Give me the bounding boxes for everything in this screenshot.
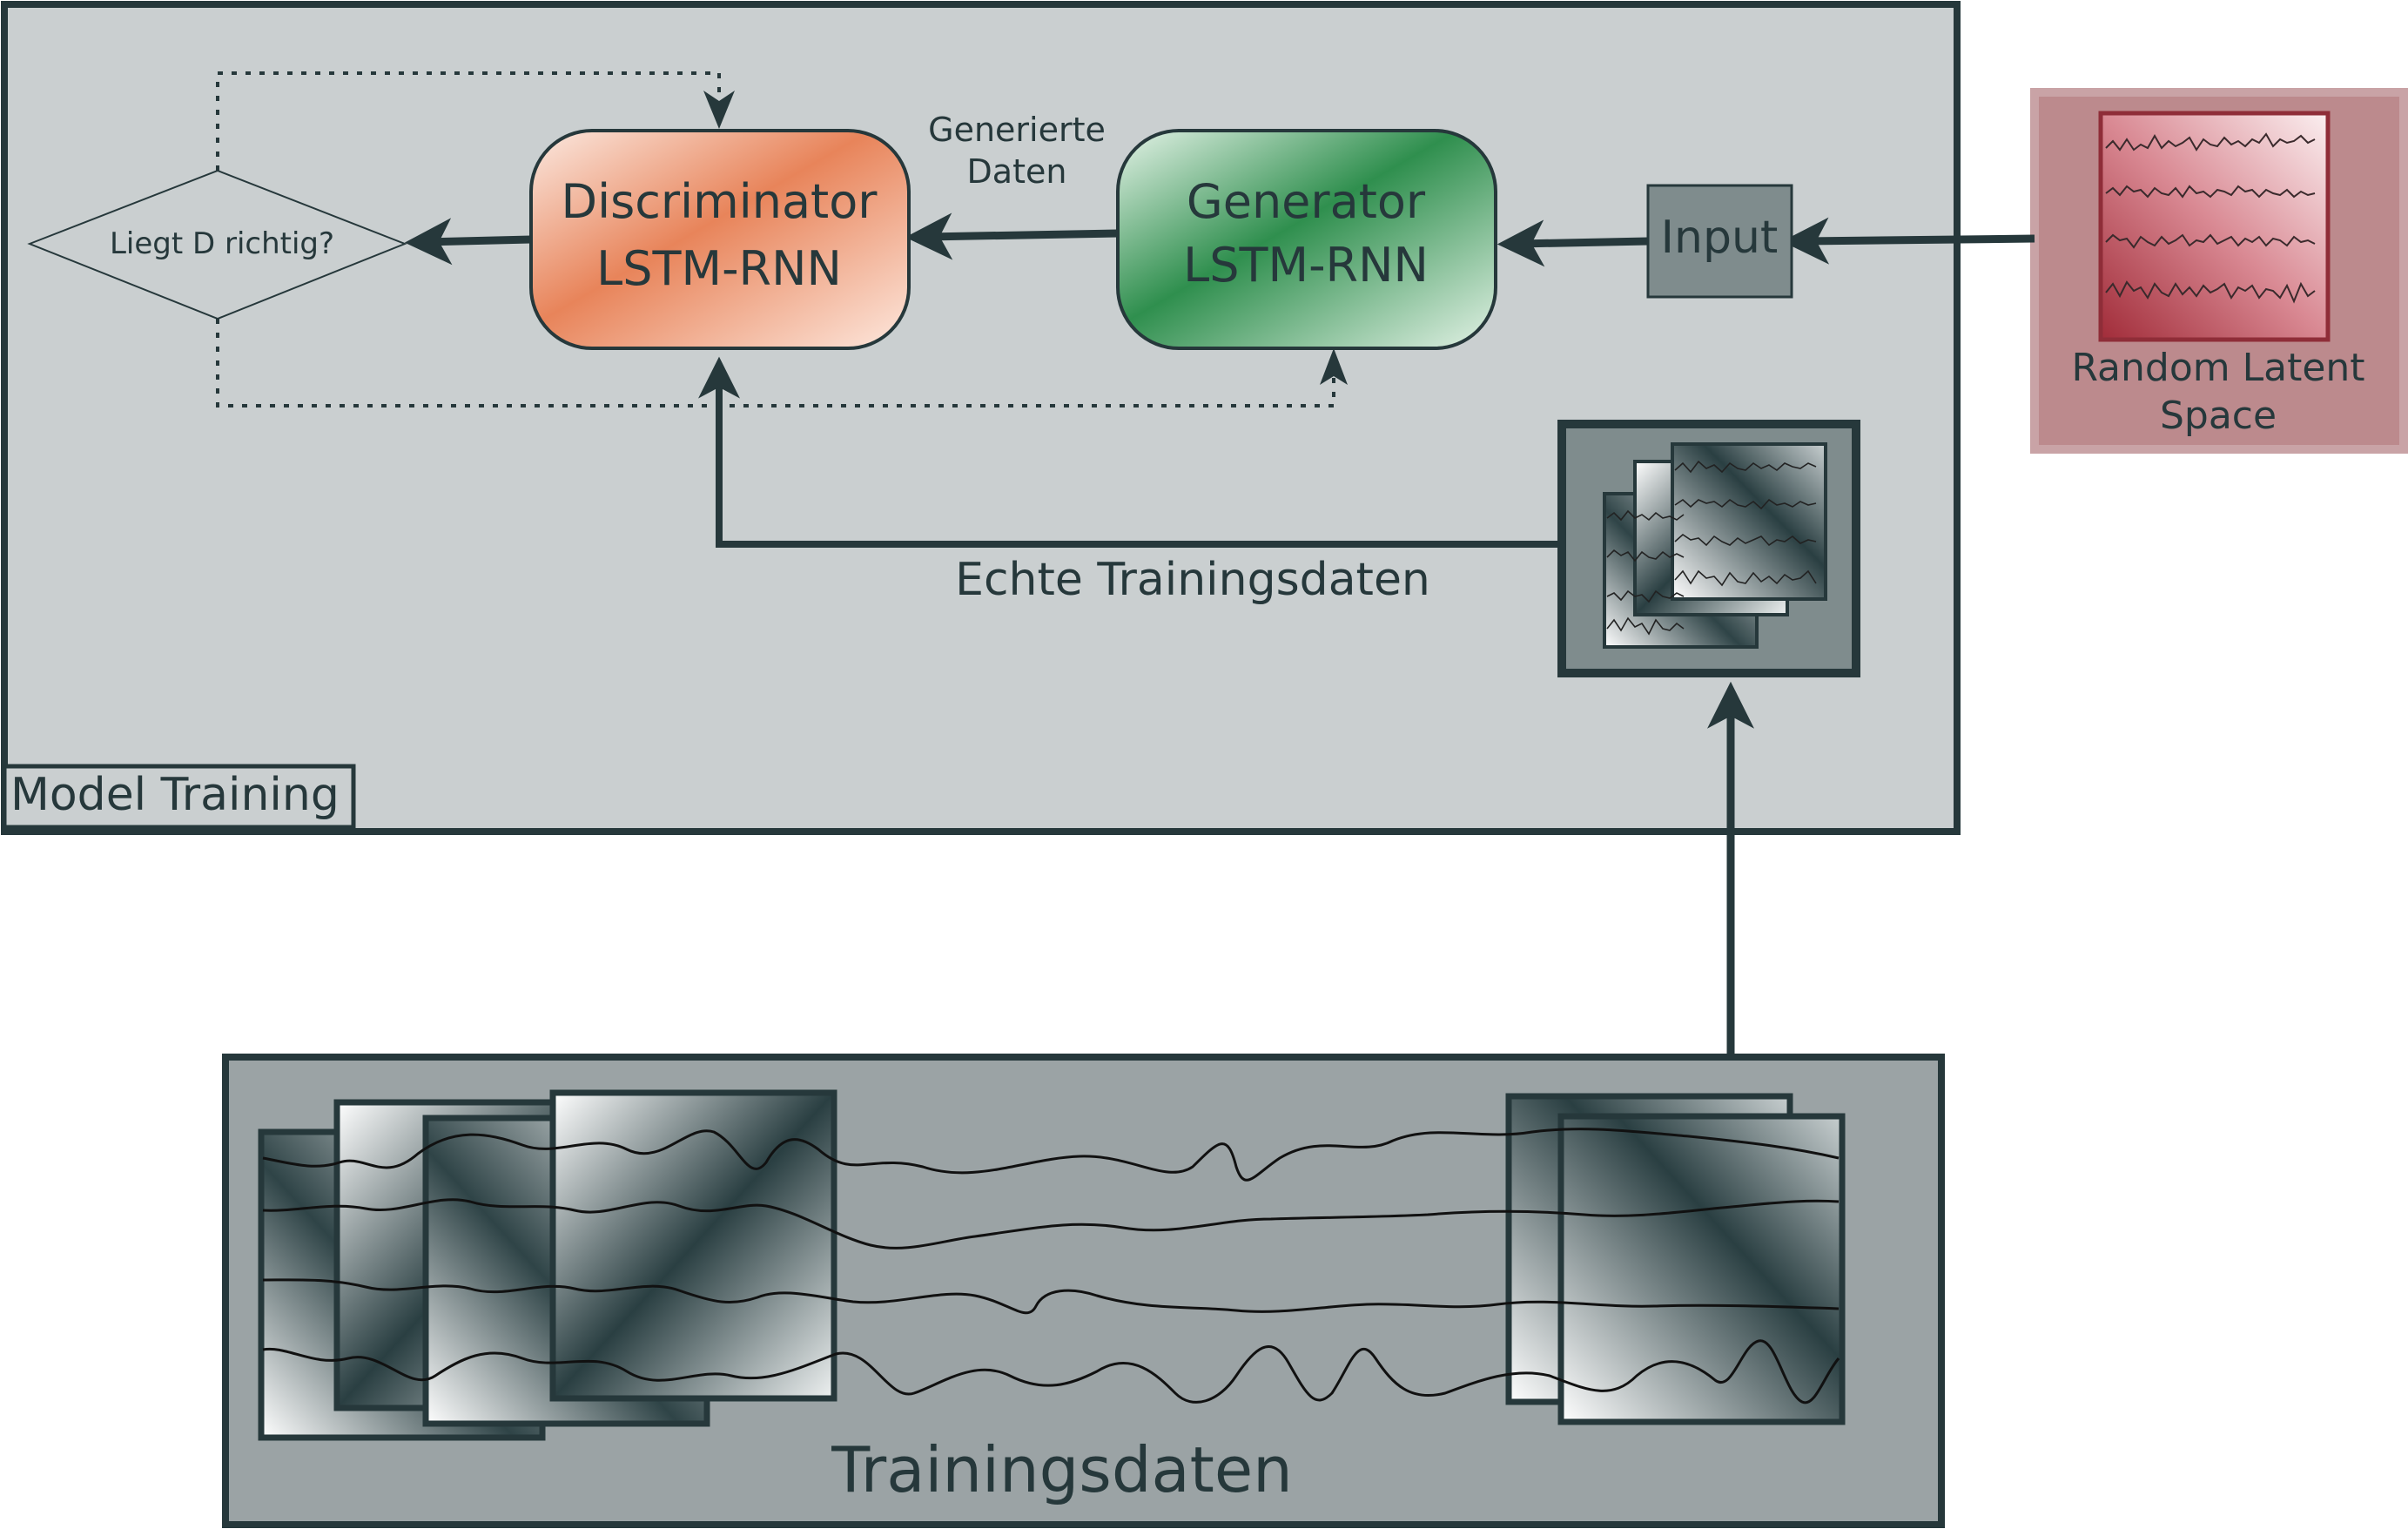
arrow-real-data-to-discriminator bbox=[698, 356, 1562, 548]
model-training-panel bbox=[1, 1, 1961, 835]
latent-space-label-line1: Random Latent bbox=[2071, 346, 2364, 390]
training-data-left-stack bbox=[258, 1089, 837, 1441]
feedback-arrowhead-discriminator bbox=[703, 91, 735, 129]
generator-label-line2: LSTM-RNN bbox=[1183, 238, 1429, 293]
feedback-to-discriminator bbox=[216, 71, 721, 171]
training-data-waveforms bbox=[262, 1128, 1840, 1404]
arrow-input-to-generator bbox=[1497, 219, 1649, 267]
training-data-label: Trainingsdaten bbox=[831, 1433, 1293, 1506]
discriminator-label-line2: LSTM-RNN bbox=[596, 241, 842, 296]
generator-label-line1: Generator bbox=[1187, 174, 1426, 229]
latent-waveforms bbox=[2105, 132, 2316, 304]
latent-space-waveform-panel bbox=[2098, 111, 2331, 342]
real-training-data-label: Echte Trainingsdaten bbox=[955, 554, 1430, 606]
training-data-right-stack bbox=[1505, 1093, 1846, 1425]
model-training-label-box bbox=[2, 764, 356, 830]
feedback-arrowhead-generator bbox=[1320, 348, 1348, 385]
feedback-loops bbox=[216, 71, 1335, 408]
generator-box bbox=[1116, 129, 1497, 350]
feedback-to-generator bbox=[216, 319, 1335, 408]
input-label: Input bbox=[1661, 212, 1779, 264]
arrow-generator-to-discriminator bbox=[905, 212, 1119, 260]
discriminator-box bbox=[529, 129, 911, 350]
generated-data-label-line1: Generierte bbox=[928, 111, 1106, 149]
arrow-discriminator-to-decision bbox=[404, 218, 532, 266]
decision-diamond bbox=[27, 169, 407, 320]
model-training-label: Model Training bbox=[10, 769, 340, 821]
latent-space-label-line2: Space bbox=[2160, 394, 2277, 438]
real-data-stack bbox=[1603, 442, 1827, 649]
decision-label: Liegt D richtig? bbox=[110, 226, 334, 261]
arrow-latent-to-input bbox=[1781, 217, 2035, 265]
generated-data-label-line2: Daten bbox=[967, 152, 1067, 191]
discriminator-label-line1: Discriminator bbox=[562, 174, 878, 229]
